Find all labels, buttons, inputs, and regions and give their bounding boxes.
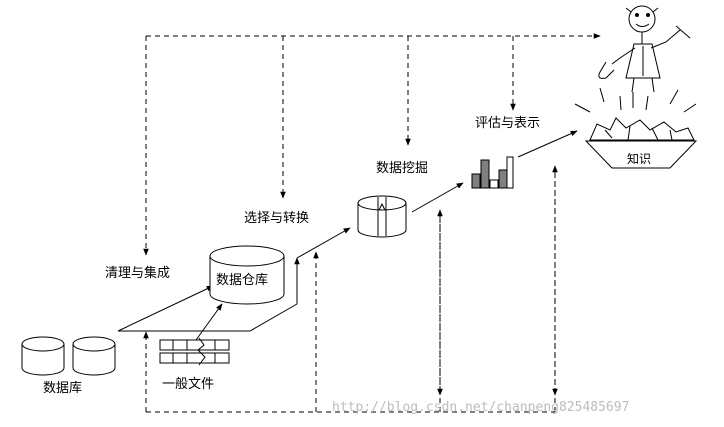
- warehouse-cylinder: [209, 245, 285, 305]
- warehouse-base: [118, 303, 298, 332]
- knowledge-label: 知识: [627, 152, 651, 166]
- watermark-text: http://blog.csdn.net/chanpeng825485697: [332, 400, 629, 415]
- warehouse-label: 数据仓库: [216, 272, 268, 288]
- flat-files-icon: [159, 337, 230, 366]
- selection-label: 选择与转换: [244, 211, 309, 226]
- evaluation-to-knowledge-arrow: [517, 130, 578, 158]
- database-cylinder-1: [21, 336, 65, 376]
- warehouse-to-mining-arrow: [296, 227, 351, 259]
- analyst-figure-icon: [598, 5, 691, 93]
- database-cylinders: [21, 336, 116, 376]
- mining-to-evaluation-arrow: [411, 182, 464, 213]
- db-to-warehouse-arrow: [117, 285, 214, 332]
- database-label: 数据库: [43, 380, 82, 396]
- selected-data-cylinder: [357, 195, 407, 238]
- mining-label: 数据挖掘: [376, 161, 428, 176]
- flow-lines: [117, 130, 578, 341]
- database-cylinder-2: [72, 336, 116, 376]
- pattern-bars-icon: [471, 156, 514, 189]
- files-to-warehouse-arrow: [195, 303, 223, 341]
- evaluation-label: 评估与表示: [475, 116, 540, 131]
- flat-files-label: 一般文件: [162, 376, 214, 392]
- cleaning-label: 清理与集成: [105, 265, 170, 281]
- knowledge-bowl-icon: [574, 87, 698, 169]
- feedback-lines: [143, 33, 601, 413]
